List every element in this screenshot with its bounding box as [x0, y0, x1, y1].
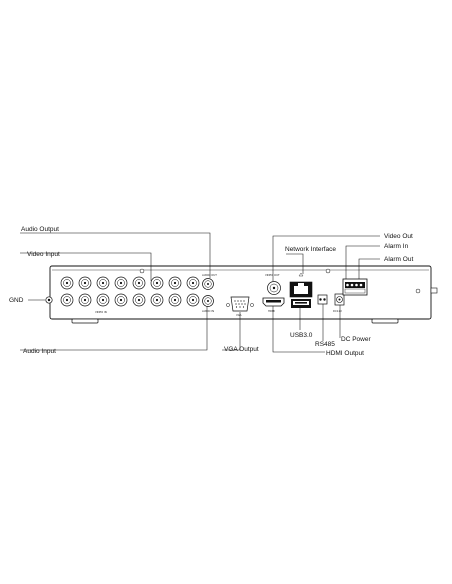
- video-input-connector: [132, 293, 146, 307]
- dc-power-jack: [334, 293, 345, 306]
- gnd-terminal: [45, 296, 53, 304]
- leader-network-interface: [286, 253, 304, 274]
- audio-out-panel-label: AUDIO OUT: [202, 273, 217, 277]
- video-input-label: Video Input: [27, 251, 60, 258]
- leader-lines: [20, 232, 380, 353]
- video-input-connector: [168, 276, 182, 290]
- network-interface-label: Network Interface: [285, 246, 336, 253]
- leader-alarm-in: [345, 245, 380, 279]
- audio-input-label: Audio Input: [23, 348, 56, 355]
- video-input-connector: [150, 293, 164, 307]
- leader-vga-output: [222, 312, 241, 351]
- vga-output-label: VGA Output: [224, 346, 259, 353]
- alarm-terminal-block: [342, 278, 368, 296]
- video-out-connector: [267, 281, 281, 295]
- video-input-connector: [60, 276, 74, 290]
- video-input-connector: [60, 293, 74, 307]
- audio-output-label: Audio Output: [21, 226, 59, 233]
- leader-audio-input: [20, 306, 208, 351]
- video-out-panel-label: VIDEO OUT: [265, 273, 280, 277]
- leader-video-out: [272, 235, 380, 281]
- video-input-connector: [186, 276, 200, 290]
- usb30-label: USB3.0: [290, 332, 313, 339]
- screw: [415, 288, 421, 294]
- screw: [139, 268, 145, 274]
- gnd-label: GND: [9, 297, 24, 304]
- audio-out-connector: [202, 278, 214, 290]
- leader-audio-output: [20, 232, 211, 278]
- video-input-connector: [78, 276, 92, 290]
- right-foot: [371, 318, 399, 324]
- video-out-label: Video Out: [384, 233, 413, 240]
- video-input-connector: [132, 276, 146, 290]
- video-input-connector: [96, 276, 110, 290]
- audio-in-connector: [202, 295, 214, 307]
- leader-video-input: [20, 252, 152, 281]
- vga-panel-label: VGA: [236, 313, 242, 317]
- side-tab: [430, 287, 438, 294]
- video-input-connector: [150, 276, 164, 290]
- video-input-connector: [114, 276, 128, 290]
- leader-hdmi-output: [272, 306, 325, 353]
- video-input-connector: [78, 293, 92, 307]
- dc-panel-label: DC12V: [333, 309, 342, 313]
- audio-in-panel-label: AUDIO IN: [202, 309, 214, 313]
- rs485-terminal: [317, 294, 328, 305]
- hdmi-port: [262, 297, 285, 307]
- video-input-connector: [186, 293, 200, 307]
- video-input-bnc-group: [60, 276, 200, 307]
- alarm-out-label: Alarm Out: [384, 256, 413, 263]
- usb-port: [291, 299, 311, 308]
- video-input-connector: [114, 293, 128, 307]
- dvr-rear-panel: [49, 265, 438, 324]
- leader-alarm-out: [358, 258, 380, 279]
- network-port: [289, 272, 313, 298]
- rs485-label: RS485: [315, 341, 335, 348]
- dc-power-label: DC Power: [341, 336, 371, 343]
- alarm-in-label: Alarm In: [384, 243, 409, 250]
- video-input-connector: [168, 293, 182, 307]
- hdmi-panel-label: HDMI: [268, 309, 275, 313]
- video-in-panel-label: VIDEO IN: [95, 310, 107, 314]
- vga-port: [226, 296, 254, 312]
- left-foot: [71, 318, 99, 324]
- screw: [325, 268, 331, 274]
- video-input-connector: [96, 293, 110, 307]
- hdmi-output-label: HDMI Output: [326, 350, 364, 357]
